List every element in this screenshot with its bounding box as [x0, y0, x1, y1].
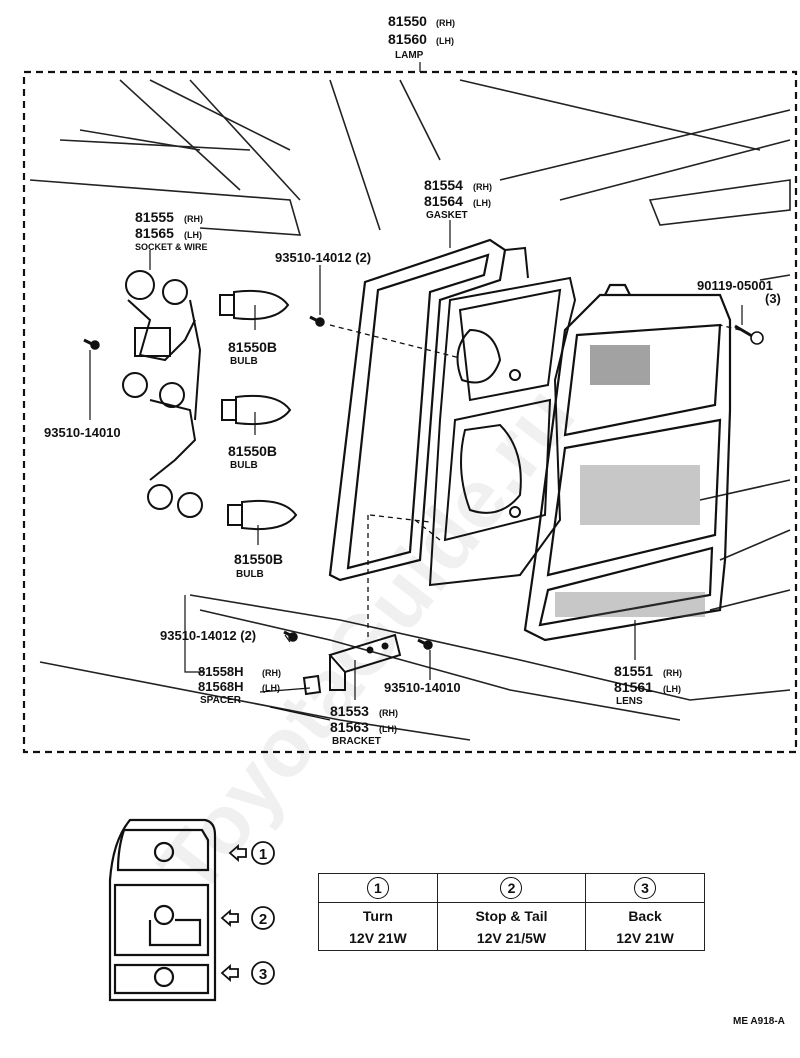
assembly-frame [22, 70, 798, 754]
table-col2-cell: Stop & Tail 12V 21/5W [436, 902, 587, 951]
lens-rh-tag: (RH) [663, 668, 682, 678]
table-col2-header: 2 [436, 873, 587, 903]
col1-spec: 12V 21W [349, 929, 407, 946]
lens-lh-tag: (LH) [663, 684, 681, 694]
bolt-part [734, 324, 764, 345]
lamp-name: LAMP [395, 50, 424, 61]
socket-pn-lh: 81565 [135, 225, 174, 241]
vehicle-body-outline [29, 79, 791, 741]
screw-parts [83, 315, 433, 650]
bolt-qty-label: (3) [765, 291, 781, 306]
col3-number: 3 [634, 877, 657, 899]
lamp-pn-rh: 81550 [388, 13, 427, 29]
callout-3: 3 [259, 966, 267, 983]
socket-pn-rh: 81555 [135, 209, 174, 225]
spacer-pn-lh: 81568H [198, 679, 244, 694]
screw-top-label: 93510-14012 (2) [275, 250, 371, 265]
bulb1-pn: 81550B [228, 339, 277, 355]
table-header-row: 1 2 3 [318, 873, 705, 903]
spacer-part [302, 674, 322, 696]
lens-pn-lh: 81561 [614, 679, 653, 695]
bracket-lh-tag: (LH) [379, 724, 397, 734]
col2-function: Stop & Tail [475, 907, 548, 924]
lens-part [523, 283, 732, 642]
lamp-face-diagram [108, 818, 217, 1002]
callout-3-ring [251, 961, 275, 985]
table-body-row: Turn 12V 21W Stop & Tail 12V 21/5W Back … [318, 902, 705, 951]
bulb-parts [219, 289, 298, 531]
assembly-lines [329, 324, 741, 640]
callout-arrows [220, 844, 247, 982]
col1-function: Turn [362, 907, 393, 924]
figure-code: ME A918-A [733, 1016, 785, 1027]
gasket-pn-rh: 81554 [424, 177, 463, 193]
lens-pn-rh: 81551 [614, 663, 653, 679]
socket-rh-tag: (RH) [184, 214, 203, 224]
spacer-rh-tag: (RH) [262, 668, 281, 678]
callout-1-ring [251, 841, 275, 865]
socket-name: SOCKET & WIRE [135, 242, 208, 252]
callout-2: 2 [259, 911, 267, 928]
gasket-name: GASKET [426, 210, 468, 221]
gasket-pn-lh: 81564 [424, 193, 463, 209]
col3-spec: 12V 21W [616, 929, 674, 946]
lens-texture [555, 345, 705, 617]
bulb2-pn: 81550B [228, 443, 277, 459]
spacer-lh-tag: (LH) [262, 683, 280, 693]
screw-mid-label: 93510-14012 (2) [160, 628, 256, 643]
leader-lines [89, 62, 743, 721]
callout-2-ring [251, 906, 275, 930]
bracket-name: BRACKET [332, 736, 381, 747]
bulb3-name: BULB [236, 569, 264, 580]
gasket-rh-tag: (RH) [473, 182, 492, 192]
table-col3-header: 3 [585, 873, 705, 903]
lamp-lh-tag: (LH) [436, 36, 454, 46]
bulb3-pn: 81550B [234, 551, 283, 567]
lamp-housing [428, 246, 577, 587]
screw-left-label: 93510-14010 [44, 425, 121, 440]
bulb-spec-table: 1 2 3 Turn 12V 21W Stop & Tail 12V 21/5W… [318, 873, 705, 951]
col2-number: 2 [500, 877, 523, 899]
gasket-lh-tag: (LH) [473, 198, 491, 208]
socket-lh-tag: (LH) [184, 230, 202, 240]
bulb1-name: BULB [230, 356, 258, 367]
callout-circles: 1 2 3 [251, 841, 275, 985]
spacer-name: SPACER [200, 695, 242, 706]
bracket-part [328, 633, 402, 691]
col2-spec: 12V 21/5W [476, 929, 547, 946]
lamp-rh-tag: (RH) [436, 18, 455, 28]
bulb2-name: BULB [230, 460, 258, 471]
bracket-rh-tag: (RH) [379, 708, 398, 718]
bracket-pn-rh: 81553 [330, 703, 369, 719]
lamp-pn-lh: 81560 [388, 31, 427, 47]
col1-number: 1 [366, 877, 389, 899]
table-col1-header: 1 [318, 873, 438, 903]
col3-function: Back [628, 907, 662, 924]
lens-name: LENS [616, 696, 643, 707]
spacer-pn-rh: 81558H [198, 664, 244, 679]
bracket-pn-lh: 81563 [330, 719, 369, 735]
table-col3-cell: Back 12V 21W [585, 902, 705, 951]
gasket-part [328, 238, 507, 582]
callout-1: 1 [259, 846, 267, 863]
screw-bottom-label: 93510-14010 [384, 680, 461, 695]
socket-wire-part [122, 270, 203, 518]
bolt-pn-label: 90119-05001 [697, 278, 773, 293]
table-col1-cell: Turn 12V 21W [318, 902, 438, 951]
